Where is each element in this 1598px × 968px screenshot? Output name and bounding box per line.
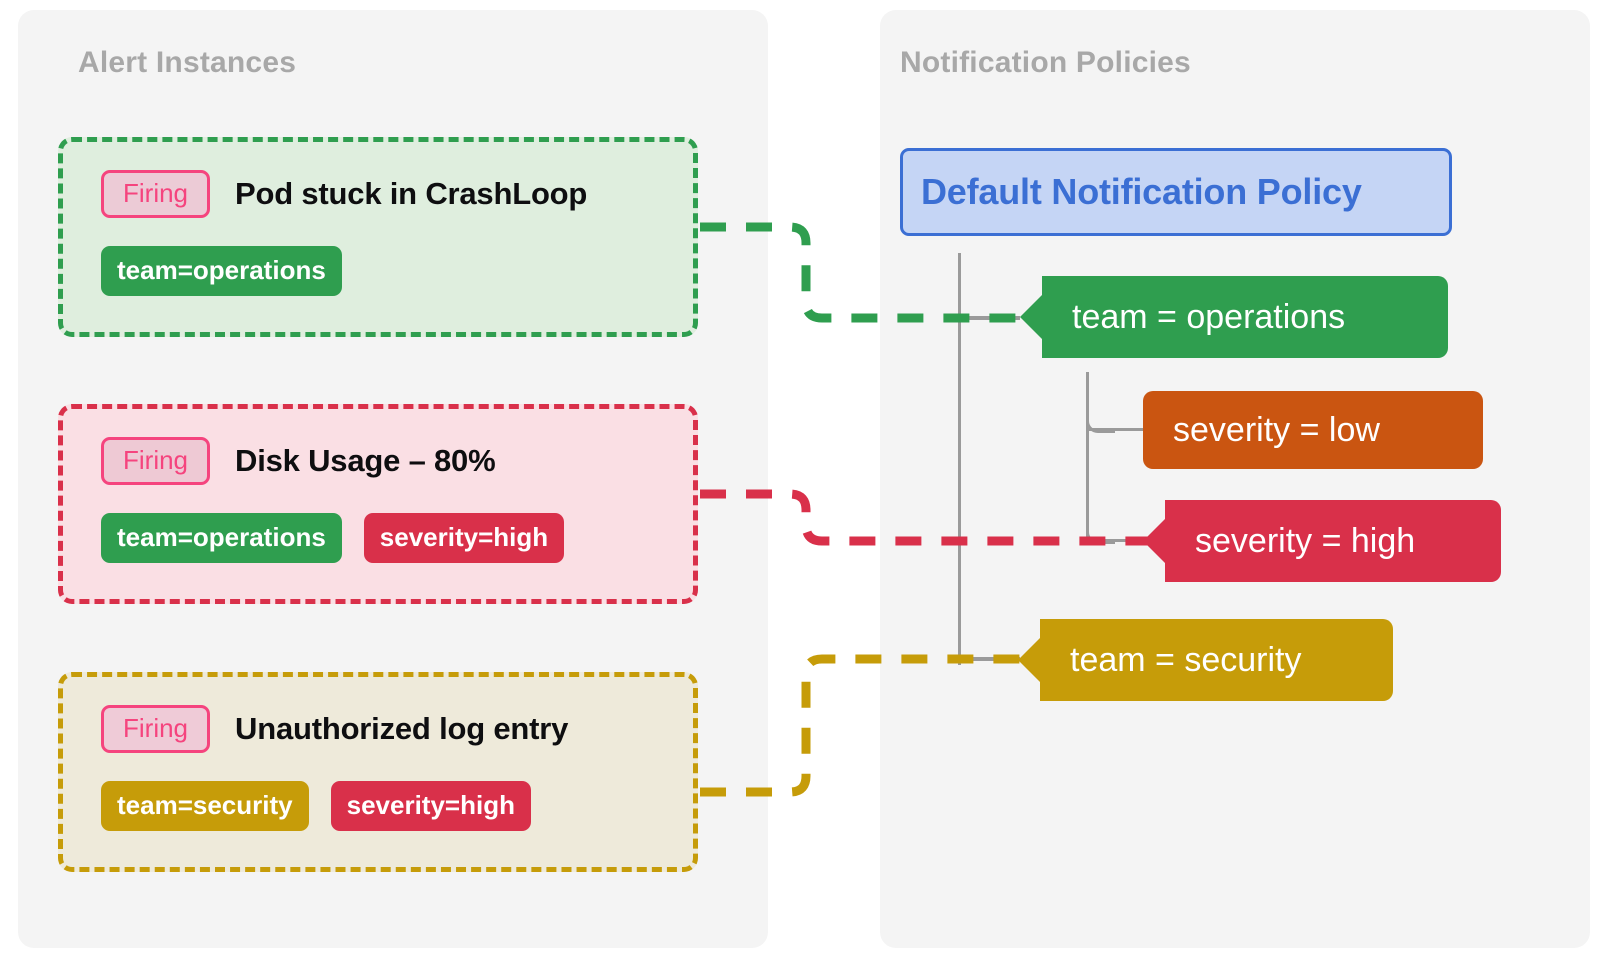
policy-node-severity-high[interactable]: severity = high [1143,500,1501,582]
tree-subtrunk-line [1086,372,1089,542]
alert-instance-card[interactable]: Firing Unauthorized log entry team=secur… [58,672,698,872]
alert-title: Pod stuck in CrashLoop [235,176,588,211]
policy-node-label: team = operations [1072,297,1346,336]
default-notification-policy-node[interactable]: Default Notification Policy [900,148,1452,236]
tree-branch-stub [1086,428,1144,431]
status-badge: Firing [101,437,211,485]
alert-label-chip[interactable]: severity=high [330,781,531,831]
alert-header: Firing Pod stuck in CrashLoop [101,170,587,218]
alert-header: Firing Unauthorized log entry [101,705,568,753]
alert-title: Disk Usage – 80% [235,443,496,478]
alert-label-row: team=operations severity=high [101,513,565,563]
policy-node-label: team = security [1070,640,1302,679]
policy-node-label: severity = high [1195,521,1416,560]
tree-branch-stub [958,316,1020,320]
tree-branch-stub [1086,539,1144,542]
alert-title: Unauthorized log entry [235,711,569,746]
tree-branch-corner [1086,400,1115,433]
alert-label-row: team=operations [101,246,342,296]
policy-node-severity-low[interactable]: severity = low [1143,391,1483,469]
tree-trunk-line [958,253,961,665]
alert-label-chip[interactable]: severity=high [363,513,565,563]
alert-label-row: team=security severity=high [101,781,531,831]
alert-instance-card[interactable]: Firing Pod stuck in CrashLoop team=opera… [58,137,698,337]
status-badge: Firing [101,170,211,218]
default-policy-label: Default Notification Policy [921,171,1362,212]
policy-node-team-operations[interactable]: team = operations [1020,276,1448,358]
alert-label-chip[interactable]: team=operations [101,513,342,563]
policy-node-team-security[interactable]: team = security [1018,619,1393,701]
alert-instance-card[interactable]: Firing Disk Usage – 80% team=operations … [58,404,698,604]
notification-policies-title: Notification Policies [900,46,1191,79]
status-badge: Firing [101,705,211,753]
alert-instances-title: Alert Instances [78,46,297,79]
alert-header: Firing Disk Usage – 80% [101,437,496,485]
policy-node-label: severity = low [1173,410,1380,449]
tree-branch-stub [958,657,1020,661]
alert-label-chip[interactable]: team=security [101,781,309,831]
alert-label-chip[interactable]: team=operations [101,246,342,296]
